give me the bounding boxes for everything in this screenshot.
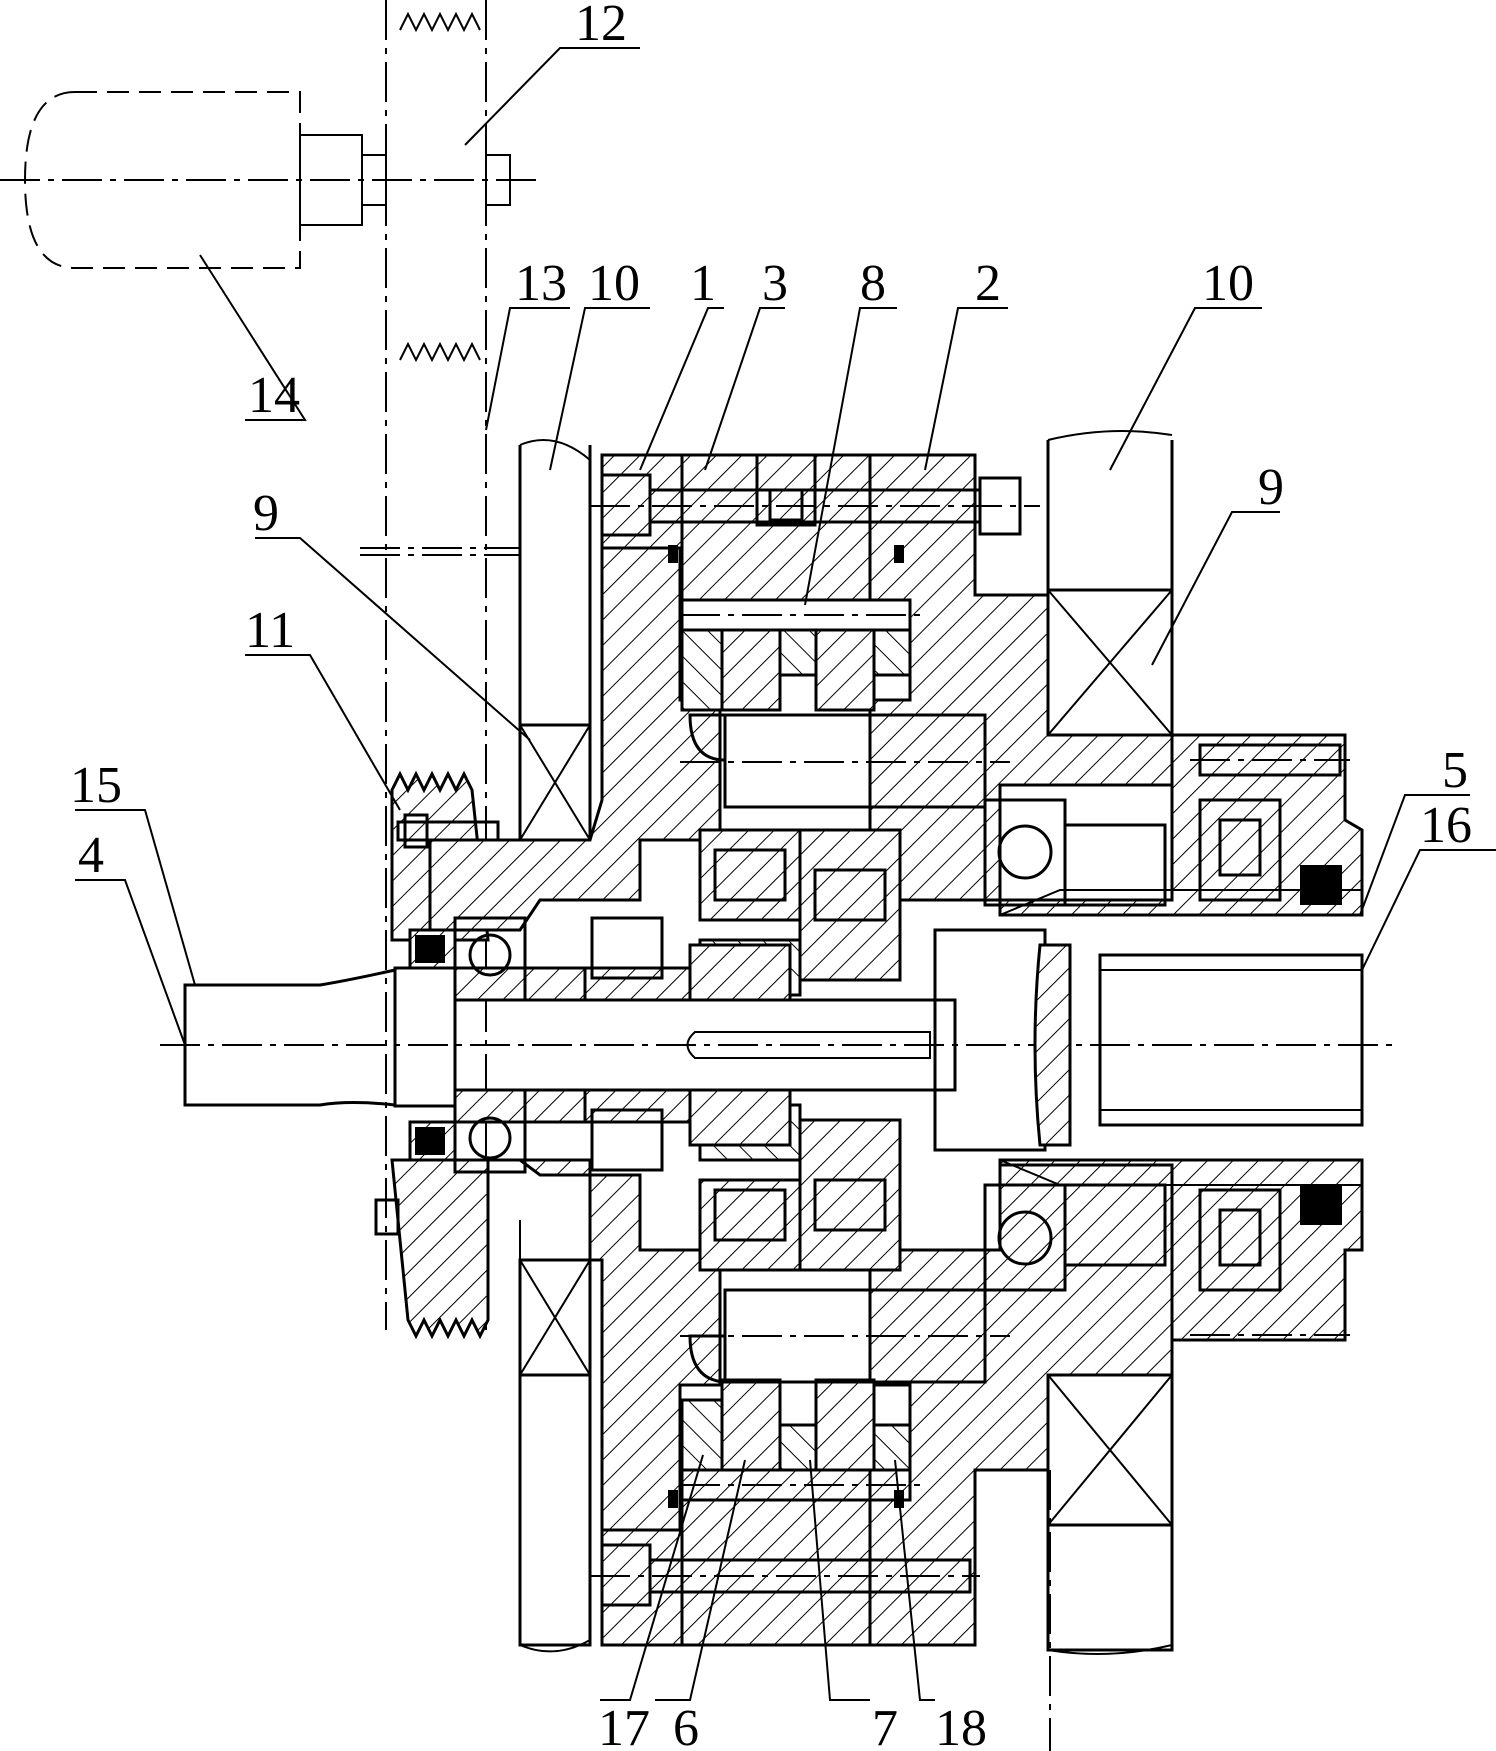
label-10-right: 10 [1202,255,1254,312]
support-frame-left [518,439,592,1653]
part-labels: 12 13 10 1 3 8 2 10 14 9 9 11 15 4 5 16 … [70,0,1472,1751]
input-shaft [160,943,1400,1147]
label-8: 8 [860,255,886,312]
left-bearings [408,916,664,1174]
label-17: 17 [598,1700,650,1751]
label-14: 14 [248,367,300,424]
label-11: 11 [245,602,295,659]
label-15: 15 [70,757,122,814]
leader-lines [75,47,1496,1701]
label-9-right: 9 [1258,459,1284,516]
label-18: 18 [935,1700,987,1751]
planet-shafts [680,713,1010,1384]
main-housing [428,453,1364,1647]
housing-bolts [590,453,1040,1607]
label-3: 3 [762,255,788,312]
label-4: 4 [78,827,104,884]
output-shaft [933,889,1364,1186]
label-10-left: 10 [588,255,640,312]
right-bearings [983,743,1350,1336]
label-6: 6 [673,1700,699,1751]
label-9-left: 9 [253,485,279,542]
label-5: 5 [1442,742,1468,799]
label-7: 7 [872,1700,898,1751]
label-16: 16 [1420,797,1472,854]
label-13: 13 [515,255,567,312]
label-1: 1 [690,255,716,312]
label-2: 2 [975,255,1001,312]
label-12: 12 [575,0,627,52]
sun-gear [698,828,902,1272]
motor [0,91,540,269]
planetary-gears [680,598,920,1502]
small-screws [374,813,500,1236]
